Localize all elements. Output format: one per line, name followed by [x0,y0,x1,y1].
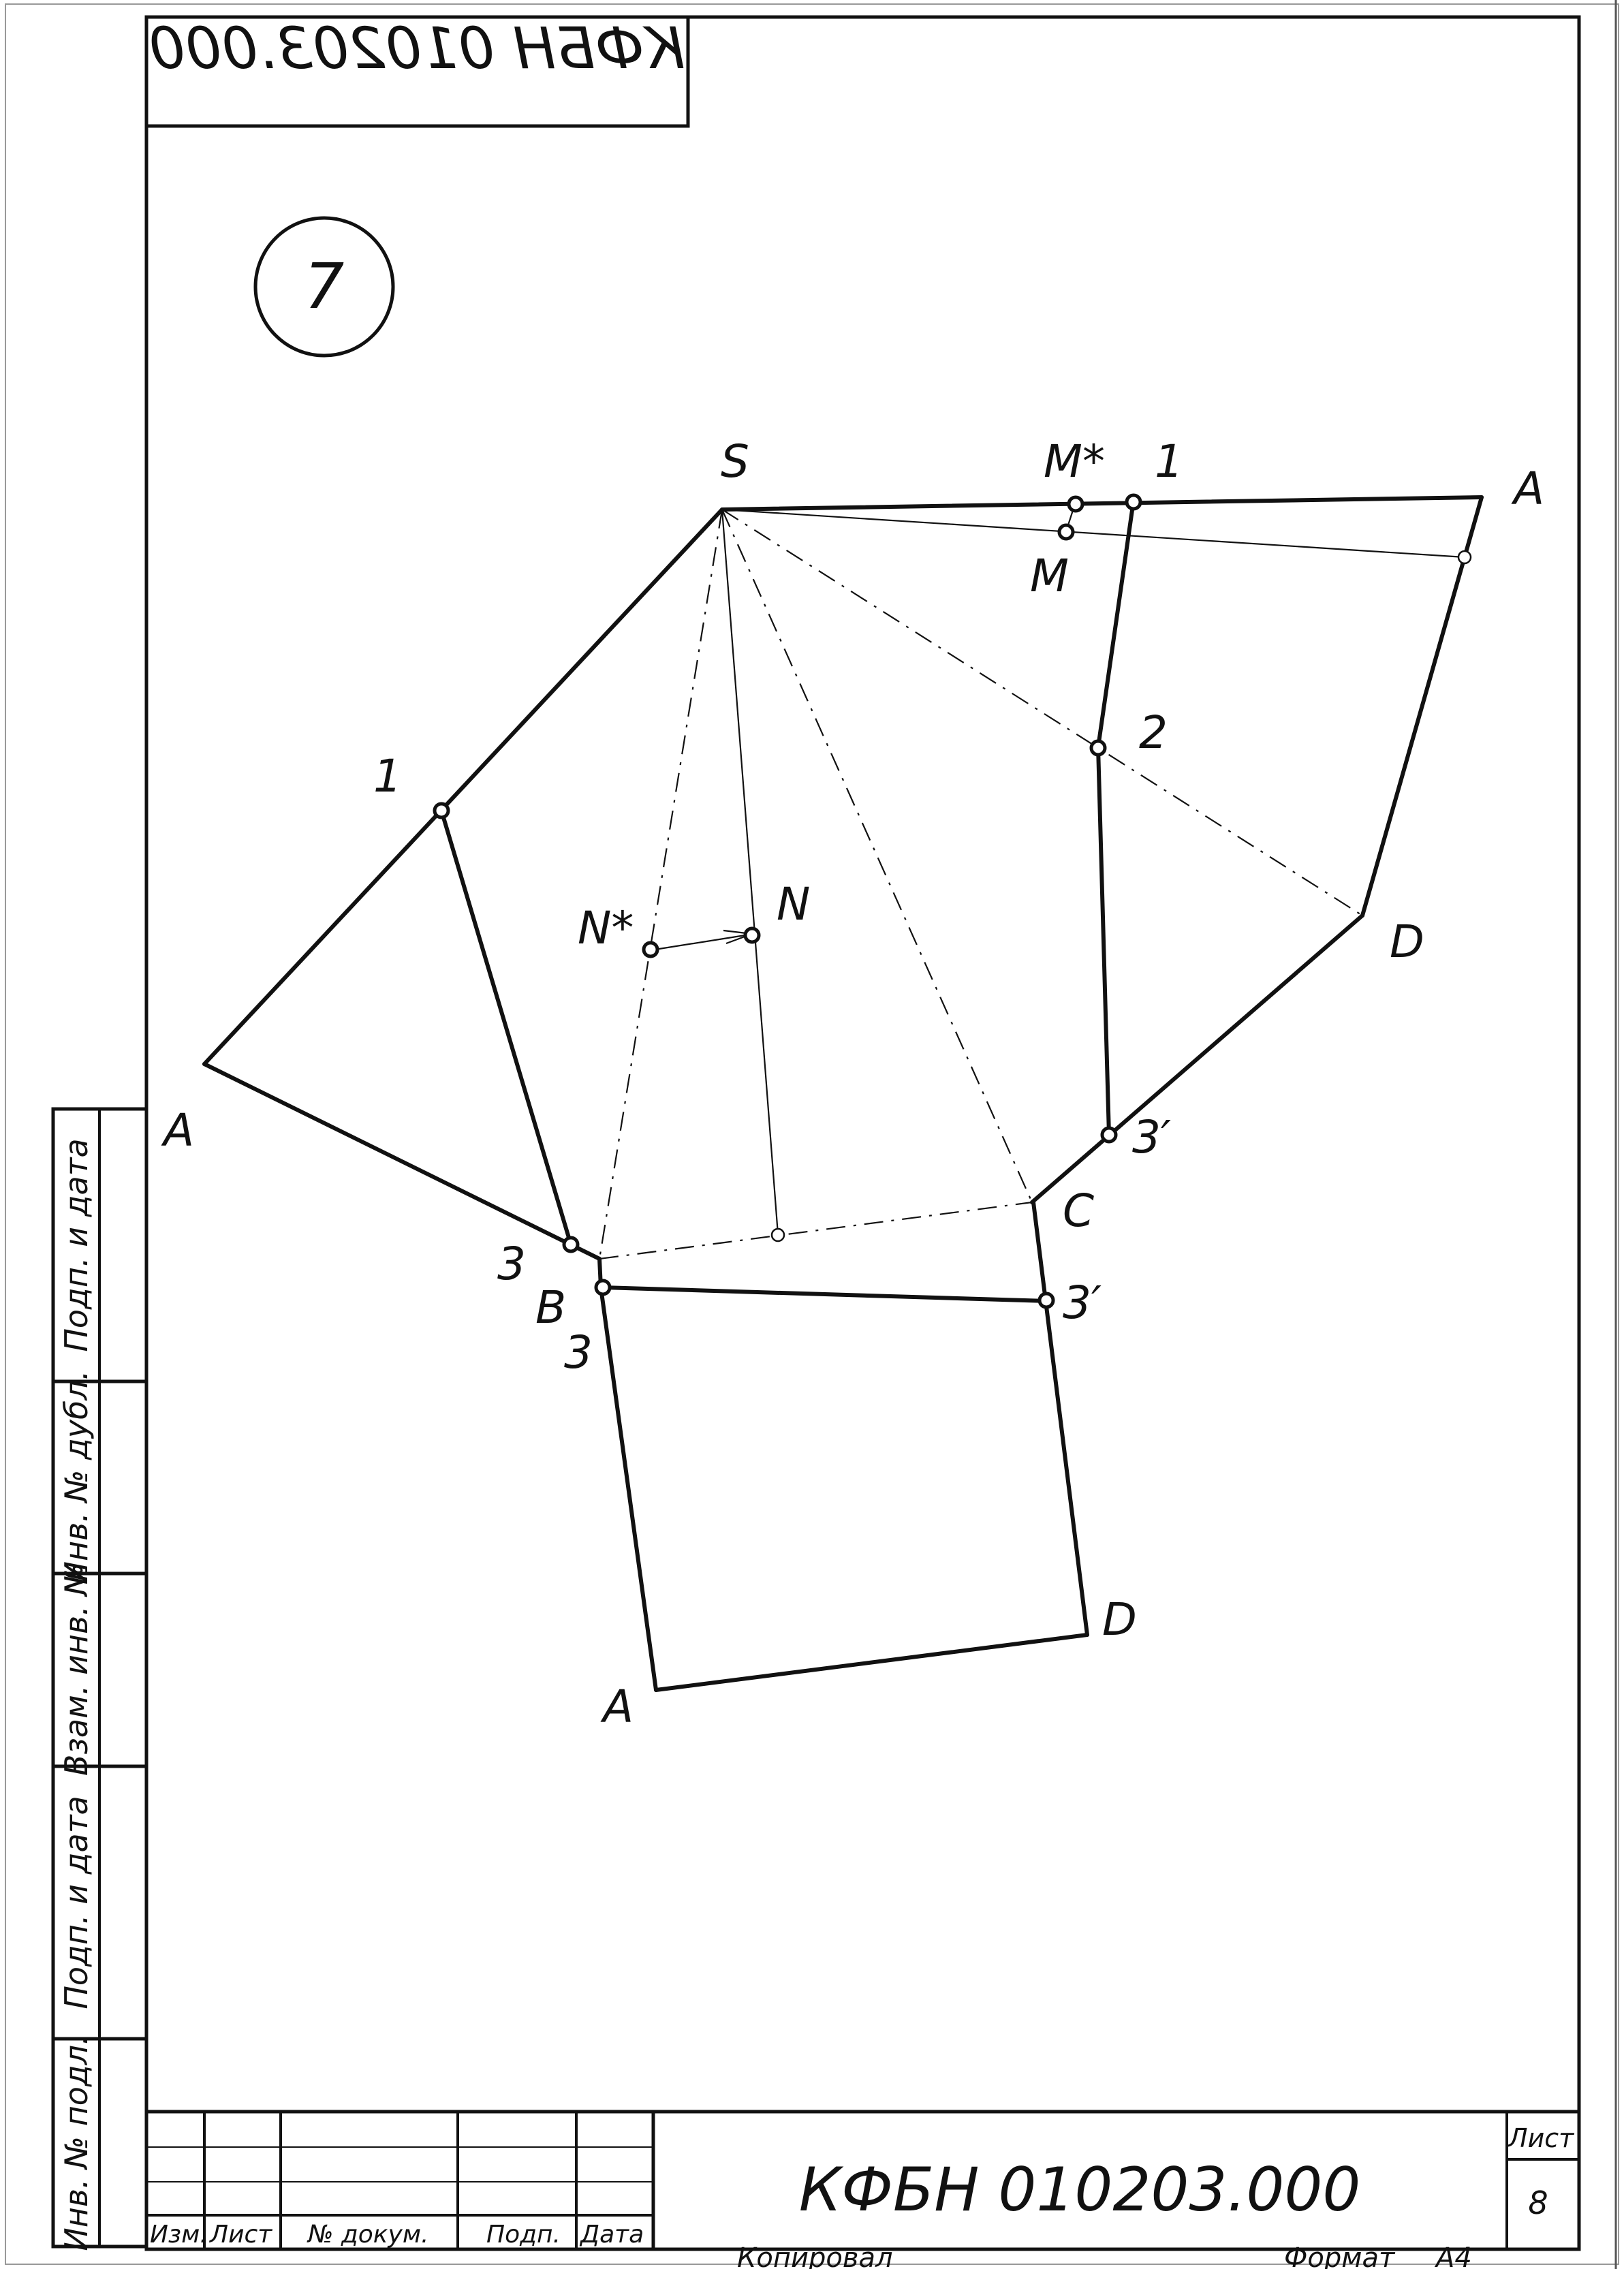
label-S: S [721,435,749,488]
label-B: B [535,1281,566,1334]
label-1-left: 1 [373,750,402,802]
label-N-star: N* [578,902,634,954]
base-edge-B-A [599,1285,658,1692]
hidden-B-C [599,1201,1033,1260]
copied-label: Копировал [737,2242,893,2269]
line-S-N-base [721,509,779,1235]
col-izm: Изм. [150,2221,208,2249]
format-value: А4 [1434,2242,1472,2269]
line-S-to-A-top-point [721,508,1465,559]
side-cell-2: Инв. № дубл. [58,1371,95,1585]
hidden-S-B [598,509,723,1259]
point-3-upper [562,1236,580,1253]
point-A-top-mark [1457,550,1472,565]
label-A-bottom: A [600,1680,634,1733]
point-N-star [642,941,659,958]
label-3-lower: 3 [564,1326,593,1379]
point-2 [1089,739,1107,757]
drawing-frame [144,15,1581,2251]
pyramid-development: S M* 1 A M 2 D 1 N* N A 3′ C 3 B 3 3′ D … [161,435,1544,1733]
label-C: C [1063,1185,1094,1237]
arrow-Nstar-N [650,933,750,952]
section-1-2 [1096,499,1136,749]
label-2: 2 [1139,706,1168,759]
label-D-right: D [1390,916,1424,968]
figure-number: 7 [304,250,345,323]
label-3prime-lower: 3′ [1063,1277,1102,1329]
base-section-3-3prime [601,1285,1048,1303]
edge-S-A-left [202,507,724,1066]
mirrored-code-text: КФБН 010203.000 [149,15,685,82]
point-N [743,926,761,944]
label-M: M [1030,550,1069,602]
label-3prime-upper: 3′ [1132,1111,1171,1163]
base-edge-D-C [1031,1200,1089,1637]
label-D-bottom: D [1102,1593,1137,1646]
label-3-upper: 3 [497,1238,526,1290]
section-2-3prime [1096,745,1111,1137]
point-1-top [1125,493,1142,511]
mirrored-code-box: КФБН 010203.000 [144,15,690,128]
edge-A-B-left [202,1062,602,1261]
sheet-outer-border [5,3,1619,2265]
point-3prime-upper [1100,1126,1118,1144]
edge-D-C-right [1030,913,1364,1204]
section-1-3-left [439,809,573,1247]
hidden-S-D [721,509,1363,916]
point-3prime-lower [1037,1292,1055,1309]
label-1-top: 1 [1155,435,1183,488]
side-cell-3: Взам. инв. № [58,1563,95,1776]
col-doc: № докум. [307,2221,428,2249]
edge-A-D-right [1360,495,1484,918]
point-M [1057,523,1075,541]
base-edge-A-D [654,1633,1089,1692]
sheet-number: 8 [1528,2185,1548,2221]
figure-number-badge: 7 [253,216,395,358]
side-cell-5: Инв. № подл. [58,2035,95,2251]
point-base-mark [770,1227,785,1242]
point-3-lower [594,1279,612,1296]
sheet-label: Лист [1507,2123,1575,2153]
label-A-top-right: A [1511,463,1544,515]
format-label: Формат [1284,2242,1396,2269]
side-cell-4: Подп. и дата [58,1796,95,2009]
label-N: N [777,878,810,930]
hidden-S-C [721,509,1033,1203]
col-list: Лист [208,2221,272,2249]
side-cell-1: Подп. и дата [58,1138,95,1351]
side-stamp: Подп. и дата Инв. № дубл. Взам. инв. № П… [51,1107,149,2251]
label-M-star: M* [1044,435,1105,488]
title-block: Изм. Лист № докум. Подп. Дата КФБН 01020… [144,2110,1581,2269]
edge-S-A-top [720,495,1484,512]
point-1-left [433,802,450,819]
document-code: КФБН 010203.000 [799,2155,1361,2225]
label-A-left: A [161,1104,194,1157]
col-date: Дата [579,2221,644,2249]
col-sign: Подп. [486,2221,561,2249]
point-M-star [1067,495,1084,513]
